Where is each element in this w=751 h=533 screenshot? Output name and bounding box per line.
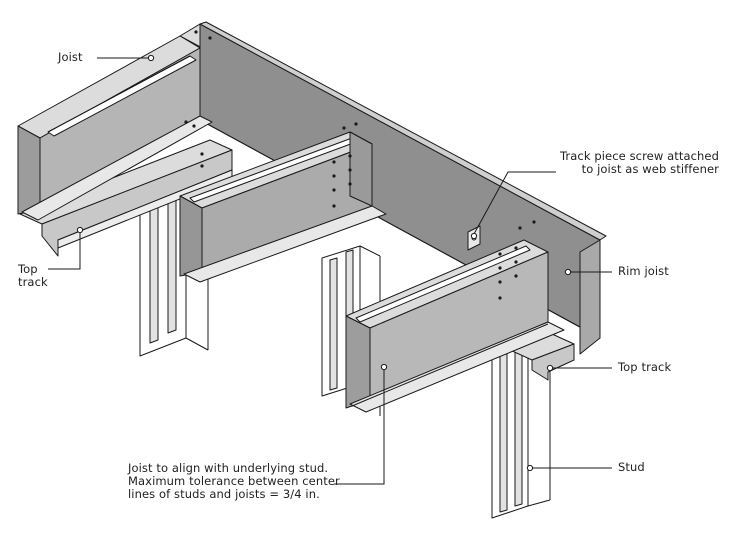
- top-track-left: [19, 139, 233, 257]
- label-alignment-note: Joist to align with underlying stud. Max…: [128, 461, 340, 501]
- label-top-track-right: Top track: [618, 360, 672, 374]
- callout-markers: [76, 54, 572, 472]
- label-stud: Stud: [618, 460, 645, 474]
- stud-left: [139, 181, 209, 357]
- joist-back: [17, 35, 213, 221]
- callout-leaders: [48, 57, 612, 485]
- screws: [184, 30, 536, 300]
- label-track-piece: Track piece screw attached to joist as w…: [560, 149, 719, 176]
- joist-front: [345, 239, 565, 413]
- label-joist: Joist: [58, 50, 83, 64]
- label-rim-joist: Rim joist: [618, 264, 669, 278]
- joist-middle: [179, 131, 387, 283]
- label-top-track-left: Top track: [18, 262, 48, 289]
